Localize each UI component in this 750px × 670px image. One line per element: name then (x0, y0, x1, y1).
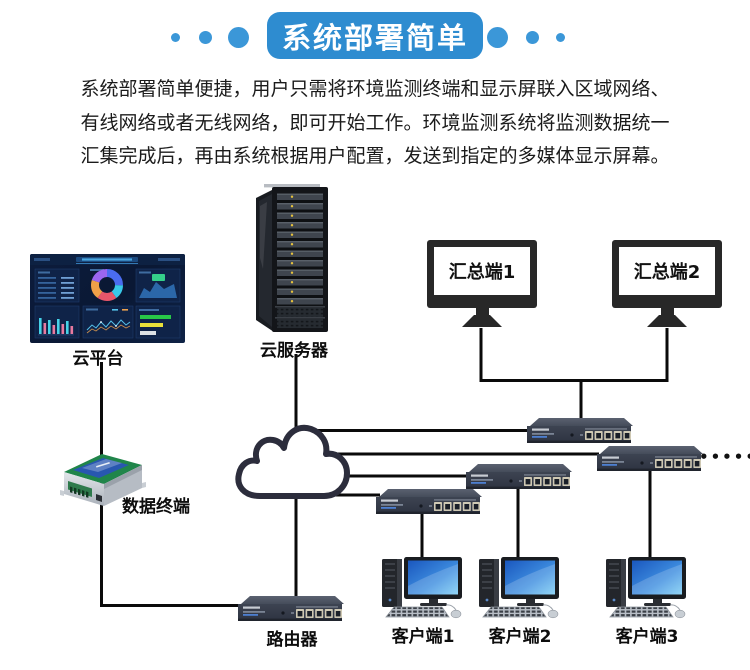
monitor-frame: 汇总端1 (427, 240, 537, 308)
monitor-base (647, 315, 687, 327)
wire-monitors-to-switch-a (479, 328, 669, 421)
switch-a-icon (527, 418, 633, 445)
header-dot-left-small (171, 33, 180, 42)
intro-line-3: 汇集完成后，再由系统根据用户配置，发送到指定的多媒体显示屏幕。 (80, 145, 670, 167)
intro-paragraph: 系统部署简单便捷，用户只需将环境监测终端和显示屏联入区域网络、 有线网络或者无线… (40, 73, 710, 174)
monitor-screen-label: 汇总端1 (434, 247, 530, 295)
switch-c-icon (466, 464, 572, 491)
page-title: 系统部署简单 (267, 12, 483, 59)
header-dot-right-medium (526, 31, 539, 44)
more-devices-ellipsis: ••••• (699, 448, 750, 466)
dashboard-graphics (30, 254, 185, 339)
client-1-pc-icon (380, 556, 466, 620)
intro-line-1: 系统部署简单便捷，用户只需将环境监测终端和显示屏联入区域网络、 (80, 78, 670, 100)
cloud-platform-dashboard (30, 254, 185, 343)
label-client-1: 客户端1 (391, 627, 455, 647)
summary-terminal-2-monitor: 汇总端2 (612, 240, 722, 327)
monitor-neck (660, 308, 674, 315)
main-router-icon (238, 596, 344, 623)
label-cloud-server: 云服务器 (260, 341, 328, 361)
intro-line-2: 有线网络或者无线网络，即可开始工作。环境监测系统将监测数据统一 (80, 111, 670, 134)
header-dot-left-large (228, 27, 249, 48)
header-dot-right-small (556, 33, 565, 42)
client-3-pc-icon (604, 556, 690, 620)
label-client-2: 客户端2 (488, 627, 552, 647)
label-cloud-platform: 云平台 (72, 349, 124, 369)
switch-b-icon (597, 446, 703, 473)
wire-platform-to-router (100, 362, 241, 607)
client-2-pc-icon (477, 556, 563, 620)
label-router: 路由器 (266, 630, 318, 650)
summary-terminal-1-monitor: 汇总端1 (427, 240, 537, 327)
monitor-screen-label: 汇总端2 (619, 247, 715, 295)
header-dot-right-large (487, 27, 508, 48)
internet-cloud-icon (235, 425, 350, 499)
header-dot-left-medium (199, 31, 212, 44)
monitor-neck (475, 308, 489, 315)
cloud-server-rack-icon (250, 184, 332, 334)
monitor-base (462, 315, 502, 327)
switch-d-icon (376, 489, 482, 516)
monitor-frame: 汇总端2 (612, 240, 722, 308)
label-client-3: 客户端3 (615, 627, 679, 647)
label-data-terminal: 数据终端 (122, 497, 190, 517)
